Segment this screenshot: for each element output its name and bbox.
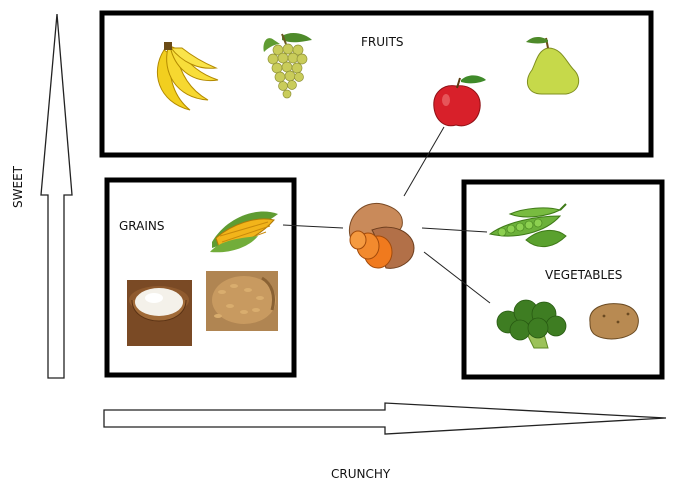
broccoli-icon: [496, 299, 567, 349]
grains-label: GRAINS: [119, 219, 165, 233]
potato-icon: [589, 303, 639, 340]
connector-grains: [282, 224, 344, 229]
sweet-potato-icon: [348, 202, 415, 269]
crunchy-axis-arrow: [103, 402, 667, 435]
connector-fruits: [403, 126, 445, 197]
wheat-icon: [206, 271, 278, 331]
grains-box: [104, 177, 297, 378]
pear-icon: [526, 36, 580, 95]
banana-icon: [156, 42, 219, 111]
fruits-box: [99, 10, 654, 158]
fruits-label: FRUITS: [361, 35, 404, 49]
rice-icon: [127, 280, 192, 346]
connector-peas: [421, 227, 488, 233]
corn-icon: [210, 211, 278, 253]
apple-icon: [433, 75, 486, 127]
peas-icon: [488, 203, 567, 248]
connector-broccoli: [423, 251, 491, 304]
vegetables-label: VEGETABLES: [545, 268, 623, 282]
crunchy-axis-label: CRUNCHY: [331, 467, 391, 481]
sweet-axis-arrow: [40, 13, 73, 379]
sweet-axis-label: SWEET: [10, 166, 25, 208]
grapes-icon: [263, 33, 312, 99]
vegetables-box: [461, 179, 665, 380]
